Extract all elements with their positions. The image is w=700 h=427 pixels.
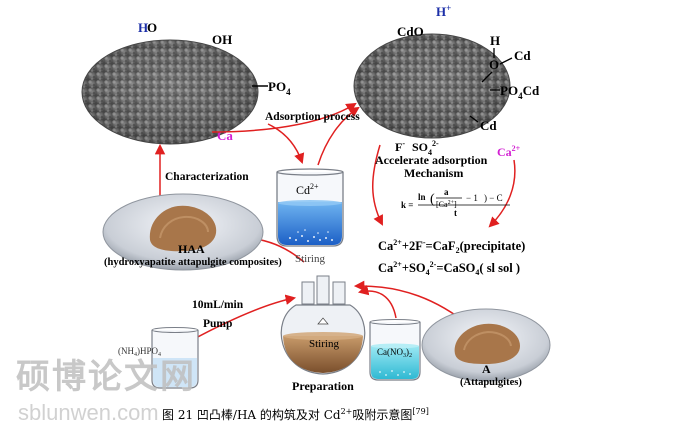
attapulgite-subtitle: (Attapulgites)	[460, 377, 522, 388]
arrow-cano3	[357, 285, 397, 319]
label-cdo: CdO	[397, 24, 424, 39]
arrow-beaker-to-right-sem	[317, 106, 360, 166]
arrow-right-mechanism	[488, 159, 516, 228]
formula-ln: ln	[418, 192, 426, 202]
ion-f: F-	[395, 139, 405, 154]
label-cd-1: Cd	[514, 48, 531, 63]
sem-image-left	[81, 39, 259, 145]
formula-t: t	[454, 208, 457, 218]
label-ca: Ca	[217, 128, 233, 143]
label-nh4-hpo4: (NH4)HPO4	[118, 346, 161, 358]
label-characterization: Characterization	[165, 171, 249, 183]
beaker-phosphate	[151, 327, 199, 389]
formula-minus1: − 1	[466, 193, 478, 203]
label-stiring-top: Stiring	[295, 253, 325, 265]
watermark-url: sblunwen.com	[18, 400, 159, 425]
formula-k: k =	[401, 200, 413, 210]
formula-ca2: [Ca2+]	[436, 200, 457, 209]
label-h-blue: H	[138, 20, 148, 35]
arrows	[154, 102, 516, 341]
label-flow-rate: 10mL/min	[192, 299, 244, 311]
o-surface-bond	[481, 71, 493, 83]
label-adsorption-process: Adsorption process	[265, 111, 360, 123]
formula-a: a	[444, 187, 449, 197]
beaker-cd	[276, 168, 344, 247]
haa-subtitle: (hydroxyapatite attapulgite composites)	[104, 257, 282, 268]
label-po4cd: PO4Cd	[500, 83, 540, 101]
o-cd-bond	[499, 57, 513, 65]
label-o-right: O	[489, 57, 499, 72]
mechanism-title-1: Accelerate adsorption	[375, 153, 488, 167]
label-cd2plus: Cd2+	[296, 182, 319, 197]
arrow-to-beaker	[267, 123, 305, 164]
equation-caf2: Ca2++2F-=CaF2(precipitate)	[378, 238, 525, 255]
label-h-plus: H+	[436, 3, 451, 19]
cd2-bond	[469, 115, 479, 123]
beaker-cano3	[369, 319, 421, 381]
round-bottom-flask	[280, 275, 366, 375]
ion-ca-magenta: Ca2+	[497, 144, 521, 159]
label-o: O	[147, 20, 157, 35]
attapulgite-title: A	[482, 362, 491, 376]
arrow-left-to-right-sem	[211, 102, 357, 133]
label-pump: Pump	[203, 318, 232, 330]
label-oh: OH	[212, 32, 232, 47]
arrow-pump	[191, 294, 297, 341]
label-cd-2: Cd	[480, 118, 497, 133]
mechanism-title-2: Mechanism	[404, 166, 463, 180]
watermark-cn: 硕博论文网	[16, 357, 196, 397]
arrow-left-mechanism	[372, 144, 383, 226]
haa-plate	[102, 193, 264, 271]
attapulgite-plate	[421, 308, 551, 382]
right-sem-labels: H+ CdO H O Cd PO4Cd Cd	[397, 3, 540, 133]
ion-so4: SO42-	[412, 139, 439, 157]
sem-image-right	[353, 33, 511, 139]
label-preparation: Preparation	[292, 379, 354, 393]
haa-title: HAA	[178, 242, 205, 256]
watermark: 硕博论文网 sblunwen.com	[16, 357, 196, 425]
label-cano3: Ca(NO3)2	[377, 347, 412, 359]
left-sem-labels: H O OH PO4 Ca	[138, 20, 291, 143]
formula-minus-c: ) − C	[484, 193, 503, 203]
label-stiring-flask: Stiring	[309, 338, 339, 350]
rate-formula: k = ln ( a [Ca2+] − 1 ) − C t	[401, 187, 510, 218]
mechanism-block: F- SO42- Ca2+ Accelerate adsorption Mech…	[375, 139, 525, 277]
formula-paren: (	[430, 192, 435, 207]
label-h-right: H	[490, 33, 500, 48]
label-po4: PO4	[268, 79, 291, 97]
figure-caption: 图 21 凹凸棒/HA 的构筑及对 Cd2+吸附示意图[79]	[162, 407, 429, 422]
equation-caso4: Ca2++SO42-=CaSO4( sl sol )	[378, 260, 520, 277]
